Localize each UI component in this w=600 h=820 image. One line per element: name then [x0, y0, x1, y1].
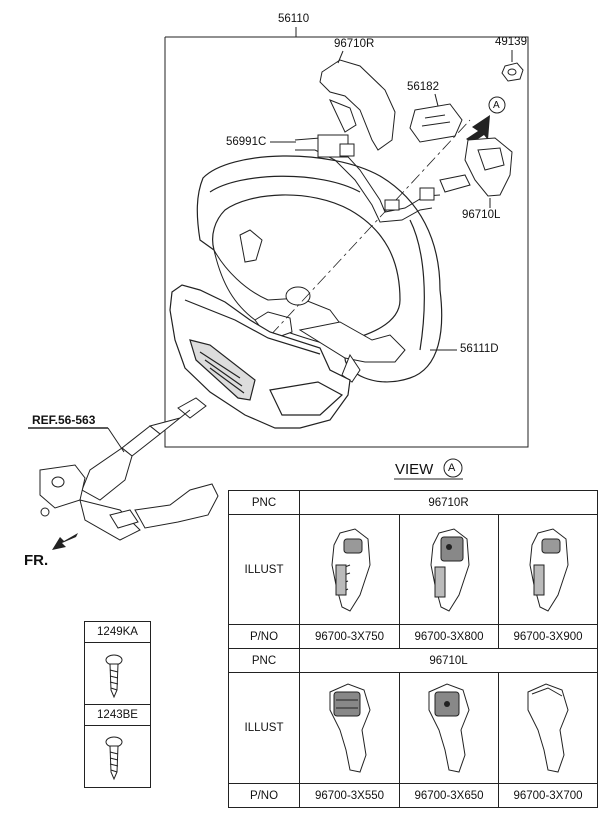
pnc-value: 96710R: [299, 490, 598, 515]
part-number: 96700-3X750: [299, 624, 400, 649]
bracket-56182-part: [409, 103, 463, 143]
label-56182: 56182: [407, 81, 439, 93]
switch-96710r-part: [319, 59, 396, 151]
row-label-pno: P/NO: [228, 783, 300, 808]
illust-cell: [498, 514, 598, 625]
label-96710r: 96710R: [334, 38, 375, 50]
switch-illust-icon: [330, 527, 371, 612]
steering-column: [39, 397, 219, 541]
wheel-hub: [213, 229, 406, 383]
fr-label: FR.: [24, 552, 49, 569]
label-56110: 56110: [278, 13, 310, 25]
row-label-pnc: PNC: [228, 648, 300, 673]
view-marker-circle: [488, 96, 506, 114]
view-heading-circle: [443, 458, 463, 478]
switch-illust-icon: [329, 683, 371, 773]
view-title: VIEW: [395, 461, 434, 478]
illust-cell: [299, 514, 400, 625]
ref-leader: [107, 427, 125, 453]
screw-1249ka-drawing: [105, 654, 123, 699]
illust-cell: [399, 672, 499, 784]
fastener-code: 1249KA: [85, 622, 150, 643]
pnc-value: 96710L: [299, 648, 598, 673]
nut-49139-part: [501, 62, 524, 82]
fastener-box: 1249KA: [84, 621, 151, 705]
harness-56991c-part: [294, 134, 441, 223]
part-number: 96700-3X900: [498, 624, 598, 649]
row-label-illust: ILLUST: [228, 514, 300, 625]
view-arrow: [466, 115, 490, 143]
row-label-pno: P/NO: [228, 624, 300, 649]
label-56991c: 56991C: [226, 136, 267, 148]
illust-cell: [399, 514, 499, 625]
row-label-illust: ILLUST: [228, 672, 300, 784]
ref-label: REF.56-563: [32, 413, 96, 427]
assembly-box: [164, 36, 529, 448]
row-label-pnc: PNC: [228, 490, 300, 515]
part-number: 96700-3X550: [299, 783, 400, 808]
label-56111d: 56111D: [460, 343, 499, 355]
fastener-box: 1243BE: [84, 704, 151, 788]
label-96710l: 96710L: [462, 209, 501, 221]
label-49139: 49139: [495, 36, 527, 48]
illust-cell: [498, 672, 598, 784]
part-number: 96700-3X650: [399, 783, 499, 808]
axis-line: [254, 119, 471, 353]
fastener-code: 1243BE: [85, 705, 150, 726]
illust-cell: [299, 672, 400, 784]
part-table: PNC 96710R ILLUST P/NO 96700-3X750 96700…: [228, 490, 598, 808]
screw-1243be-drawing: [105, 736, 123, 781]
fr-arrow: [52, 533, 78, 550]
switch-96710l-part: [439, 137, 513, 197]
lower-cover: [169, 284, 351, 429]
switch-illust-icon: [430, 527, 470, 612]
view-marker-label: A: [493, 100, 500, 111]
part-number: 96700-3X700: [498, 783, 598, 808]
switch-illust-icon: [527, 683, 569, 773]
switch-illust-icon: [529, 527, 569, 612]
part-number: 96700-3X800: [399, 624, 499, 649]
view-title-marker: A: [448, 462, 456, 474]
switch-illust-icon: [428, 683, 470, 773]
